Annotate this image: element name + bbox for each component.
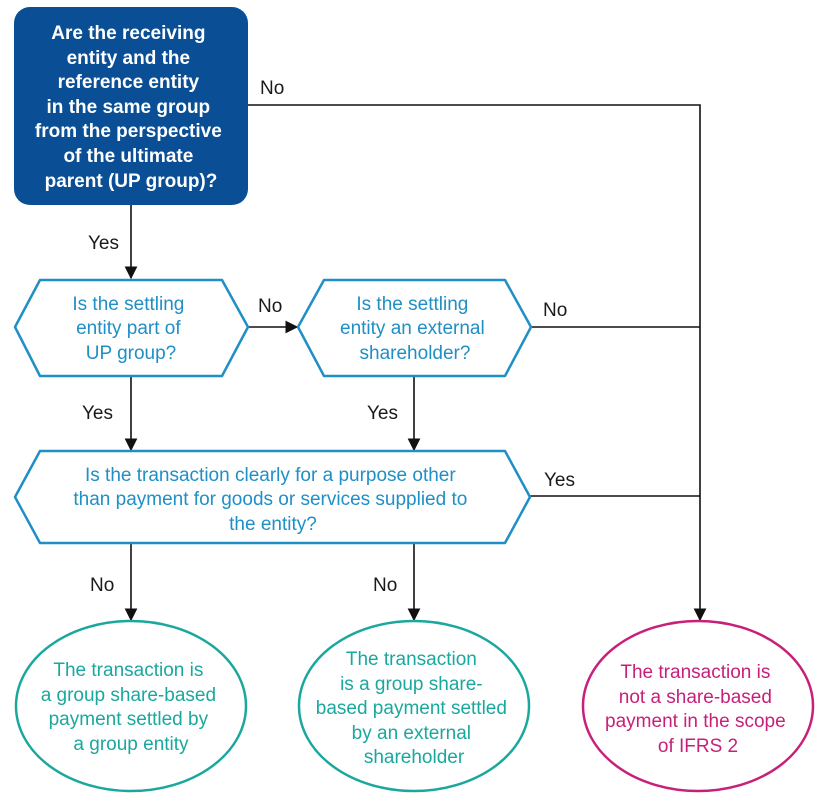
outcome2-text: The transaction is a group share- based … bbox=[316, 649, 512, 768]
decision1-line: Is the settling bbox=[72, 294, 184, 315]
outcome-group-entity: The transaction is a group share-based p… bbox=[14, 619, 248, 793]
outcome-ellipse bbox=[581, 619, 815, 793]
decision2-line: Is the settling bbox=[356, 294, 468, 315]
start-line: reference entity bbox=[58, 72, 200, 93]
decision3-line: than payment for goods or services suppl… bbox=[73, 489, 467, 510]
outcome-ellipse bbox=[14, 619, 248, 793]
decision-settling-entity-up-group: Is the settling entity part of UP group? bbox=[13, 278, 250, 378]
outcome1-line: The transaction is bbox=[53, 660, 203, 681]
decision3-line: the entity? bbox=[229, 514, 317, 535]
decision-transaction-purpose: Is the transaction clearly for a purpose… bbox=[13, 449, 532, 545]
outcome2-line: shareholder bbox=[364, 747, 465, 768]
decision1-line: UP group? bbox=[86, 343, 177, 364]
edge-label-d1-no: No bbox=[258, 296, 282, 317]
outcome-external-shareholder: The transaction is a group share- based … bbox=[297, 619, 531, 793]
outcome1-text: The transaction is a group share-based p… bbox=[41, 660, 222, 755]
outcome2-line: based payment settled bbox=[316, 698, 507, 719]
outcome1-line: payment settled by bbox=[49, 709, 209, 730]
start-line: in the same group bbox=[47, 97, 211, 118]
outcome3-line: The transaction is bbox=[620, 662, 770, 683]
decision-shape bbox=[13, 449, 532, 545]
edge-label-d3-yes: Yes bbox=[544, 470, 575, 491]
outcome-not-share-based: The transaction is not a share-based pay… bbox=[581, 619, 815, 793]
start-line: from the perspective bbox=[35, 121, 222, 142]
start-line: parent (UP group)? bbox=[45, 171, 218, 192]
decision2-text: Is the settling entity an external share… bbox=[340, 294, 490, 364]
edge-label-start-no: No bbox=[260, 78, 284, 99]
connectors bbox=[124, 104, 707, 622]
decision3-text: Is the transaction clearly for a purpose… bbox=[73, 465, 472, 535]
decision-settling-entity-external-shareholder: Is the settling entity an external share… bbox=[296, 278, 533, 378]
start-node: Are the receiving entity and the referen… bbox=[14, 7, 248, 205]
outcome2-line: The transaction bbox=[346, 649, 477, 670]
edge-label-d2-no: No bbox=[543, 300, 567, 321]
decision1-line: entity part of bbox=[76, 318, 181, 339]
outcome1-line: a group share-based bbox=[41, 685, 216, 706]
decision3-line: Is the transaction clearly for a purpose… bbox=[85, 465, 456, 486]
edge-label-d3-no-mid: No bbox=[373, 575, 397, 596]
start-line: entity and the bbox=[67, 48, 191, 69]
connector-start-no bbox=[248, 104, 707, 622]
outcome-ellipse bbox=[297, 619, 531, 793]
start-text: Are the receiving entity and the referen… bbox=[35, 23, 227, 192]
edge-labels: No Yes No No Yes Yes Yes No No bbox=[82, 78, 575, 596]
outcome3-line: not a share-based bbox=[619, 687, 772, 708]
start-box bbox=[14, 7, 248, 205]
decision1-text: Is the settling entity part of UP group? bbox=[72, 294, 189, 364]
edge-label-d1-yes: Yes bbox=[82, 403, 113, 424]
outcome3-line: payment in the scope bbox=[605, 711, 786, 732]
outcome3-text: The transaction is not a share-based pay… bbox=[605, 662, 791, 757]
edge-label-d2-yes: Yes bbox=[367, 403, 398, 424]
outcome1-line: a group entity bbox=[73, 734, 189, 755]
decision2-line: shareholder? bbox=[360, 343, 471, 364]
outcome3-line: of IFRS 2 bbox=[658, 736, 738, 757]
edge-label-start-yes: Yes bbox=[88, 233, 119, 254]
decision2-line: entity an external bbox=[340, 318, 485, 339]
decision-shape bbox=[13, 278, 250, 378]
edge-label-d3-no-left: No bbox=[90, 575, 114, 596]
decision-shape bbox=[296, 278, 533, 378]
outcome2-line: is a group share- bbox=[340, 674, 483, 695]
outcome2-line: by an external bbox=[352, 723, 471, 744]
start-line: Are the receiving bbox=[51, 23, 205, 44]
start-line: of the ultimate bbox=[63, 146, 193, 167]
